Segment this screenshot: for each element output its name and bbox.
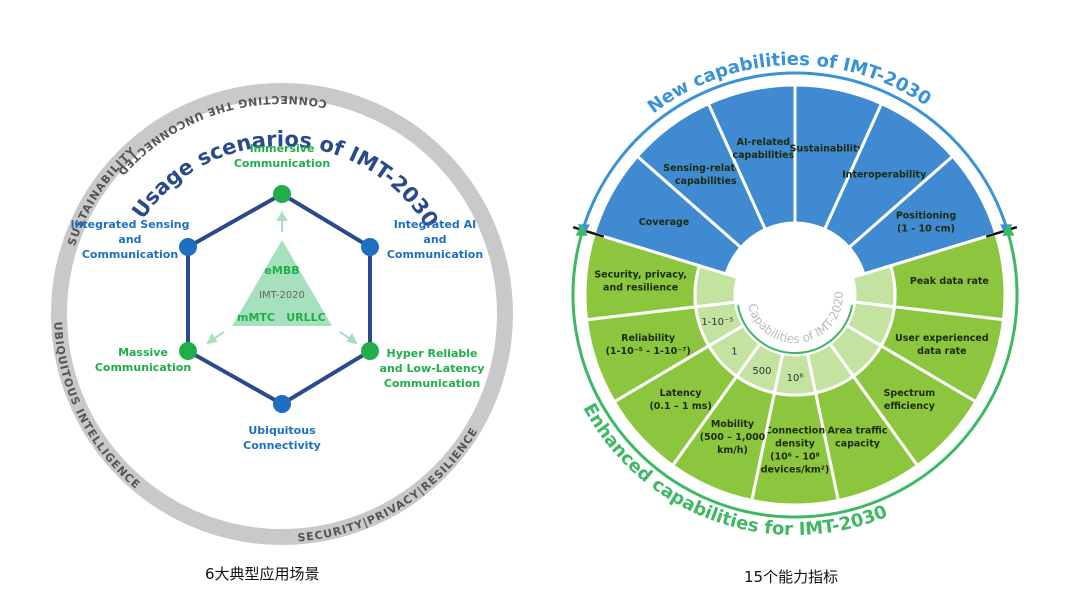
capability-label-line: Connection <box>765 426 825 437</box>
capability-label-line: capacity <box>835 438 881 449</box>
triangle-arrows <box>206 210 358 345</box>
imt2020-value: 500 <box>752 366 771 377</box>
capability-label-line: Interoperability <box>842 169 927 180</box>
triangle-urllc: URLLC <box>286 311 326 324</box>
scenario-label-line: and <box>118 233 141 246</box>
imt2020-triangle <box>232 240 332 326</box>
imt2020-value: 10⁶ <box>787 373 804 384</box>
triangle-mmtc: mMTC <box>237 311 275 324</box>
capability-label-line: (500 – 1,000 <box>700 432 766 443</box>
outer-ring <box>51 83 513 545</box>
scenario-label-line: Integrated AI <box>394 218 476 231</box>
enhanced-capability-label: Spectrum efficiency <box>884 388 936 412</box>
enhanced-capability-label: Security, privacy, and resilience <box>594 270 687 294</box>
capability-label-line: Area traffic <box>827 425 887 436</box>
scenario-node-bottom <box>273 395 291 413</box>
capability-label-line: Mobility <box>711 419 755 430</box>
scenario-node-top-left <box>179 238 197 256</box>
caption-capability-indicators: 15个能力指标 <box>744 568 839 586</box>
enhanced-capability-label: Reliability (1-10⁻⁵ - 1-10⁻⁷) <box>606 333 691 357</box>
scenario-label-line: Ubiquitous <box>248 424 316 437</box>
capability-label-line: density <box>775 439 815 450</box>
arrowhead-icon <box>575 223 588 236</box>
capability-label-line: Coverage <box>639 217 689 228</box>
arrowhead-icon <box>1002 223 1015 236</box>
capability-label-line: km/h) <box>717 445 748 456</box>
enhanced-capability-label: Latency (0.1 – 1 ms) <box>649 388 711 412</box>
new-capability-label: Positioning (1 - 10 cm) <box>896 210 956 234</box>
scenario-label-line: Connectivity <box>243 439 321 452</box>
imt2020-inner-segment <box>693 263 740 309</box>
capability-label-line: capabilities <box>733 150 795 161</box>
usage-scenarios-diagram: SUSTAINABILITY CONNECTING THE UNCONNECTE… <box>51 83 513 545</box>
scenario-label-line: Massive <box>118 346 168 359</box>
capability-label-line: Sensing-related <box>663 163 748 174</box>
capability-label-line: User experienced <box>895 333 989 344</box>
scenario-label-line: Communication <box>95 361 191 374</box>
capability-label-line: AI-related <box>737 137 790 148</box>
scenario-node-bottom-left <box>179 342 197 360</box>
scenario-node-top-right <box>361 238 379 256</box>
capability-label-line: (0.1 – 1 ms) <box>649 401 711 412</box>
capability-label-line: Latency <box>660 388 703 399</box>
scenario-label-line: Integrated Sensing <box>70 218 189 231</box>
divider-line <box>572 225 605 238</box>
enhanced-capabilities-arc <box>571 233 1019 519</box>
capability-label-line: Sustainability <box>790 143 865 154</box>
capability-label-line: Positioning <box>896 210 956 221</box>
scenario-label-line: Communication <box>234 157 330 170</box>
enhanced-capability-label: Connection density (10⁶ - 10⁸ devices/km²) <box>761 426 830 476</box>
new-capability-label: Coverage <box>639 217 689 228</box>
new-capability-label: Interoperability <box>842 169 927 180</box>
capability-label-line: (1-10⁻⁵ - 1-10⁻⁷) <box>606 346 691 357</box>
scenario-node-top <box>273 185 291 203</box>
new-capability-label: Sensing-related capabilities <box>663 163 748 187</box>
capability-label-line: Peak data rate <box>910 276 989 287</box>
triangle-embb: eMBB <box>264 264 299 277</box>
scenario-label-line: and <box>423 233 446 246</box>
imt2020-value: 1-10⁻⁵ <box>701 317 733 328</box>
capability-label-line: devices/km²) <box>761 465 830 476</box>
divider-line <box>985 225 1018 238</box>
capability-label-line: efficiency <box>884 401 936 412</box>
scenario-label-line: Communication <box>384 377 480 390</box>
capability-label-line: (10⁶ - 10⁸ <box>770 452 820 463</box>
enhanced-capability-label: Area traffic capacity <box>827 425 887 449</box>
capability-label-line: (1 - 10 cm) <box>897 223 955 234</box>
triangle-imt2020: IMT-2020 <box>259 290 305 301</box>
capability-label-line: Security, privacy, <box>594 270 687 281</box>
scenario-label-line: Communication <box>82 248 178 261</box>
wheel-center <box>735 235 855 355</box>
scenario-label-line: Hyper Reliable <box>387 347 478 360</box>
caption-usage-scenarios: 6大典型应用场景 <box>205 565 320 583</box>
capability-label-line: Spectrum <box>884 388 936 399</box>
scenario-label-line: and Low-Latency <box>380 362 485 375</box>
enhanced-capability-label: Peak data rate <box>910 276 989 287</box>
enhanced-capability-label: Mobility (500 – 1,000 km/h) <box>700 419 766 456</box>
capability-label-line: Reliability <box>621 333 676 344</box>
capability-label-line: and resilience <box>603 283 678 294</box>
new-capabilities-arc <box>582 71 1008 227</box>
imt2020-arc <box>736 304 854 354</box>
capability-label-line: capabilities <box>675 176 737 187</box>
new-capability-label: Sustainability <box>790 143 865 154</box>
new-capability-label: AI-related capabilities <box>733 137 795 161</box>
capability-label-line: data rate <box>917 346 967 357</box>
enhanced-capability-label: User experienced data rate <box>895 333 989 357</box>
imt2020-value: 1 <box>731 346 737 357</box>
imt2020-inner-segment <box>850 263 897 309</box>
scenario-label-line: Communication <box>387 248 483 261</box>
scenario-label-line: Immersive <box>250 142 315 155</box>
scenario-node-bottom-right <box>361 342 379 360</box>
